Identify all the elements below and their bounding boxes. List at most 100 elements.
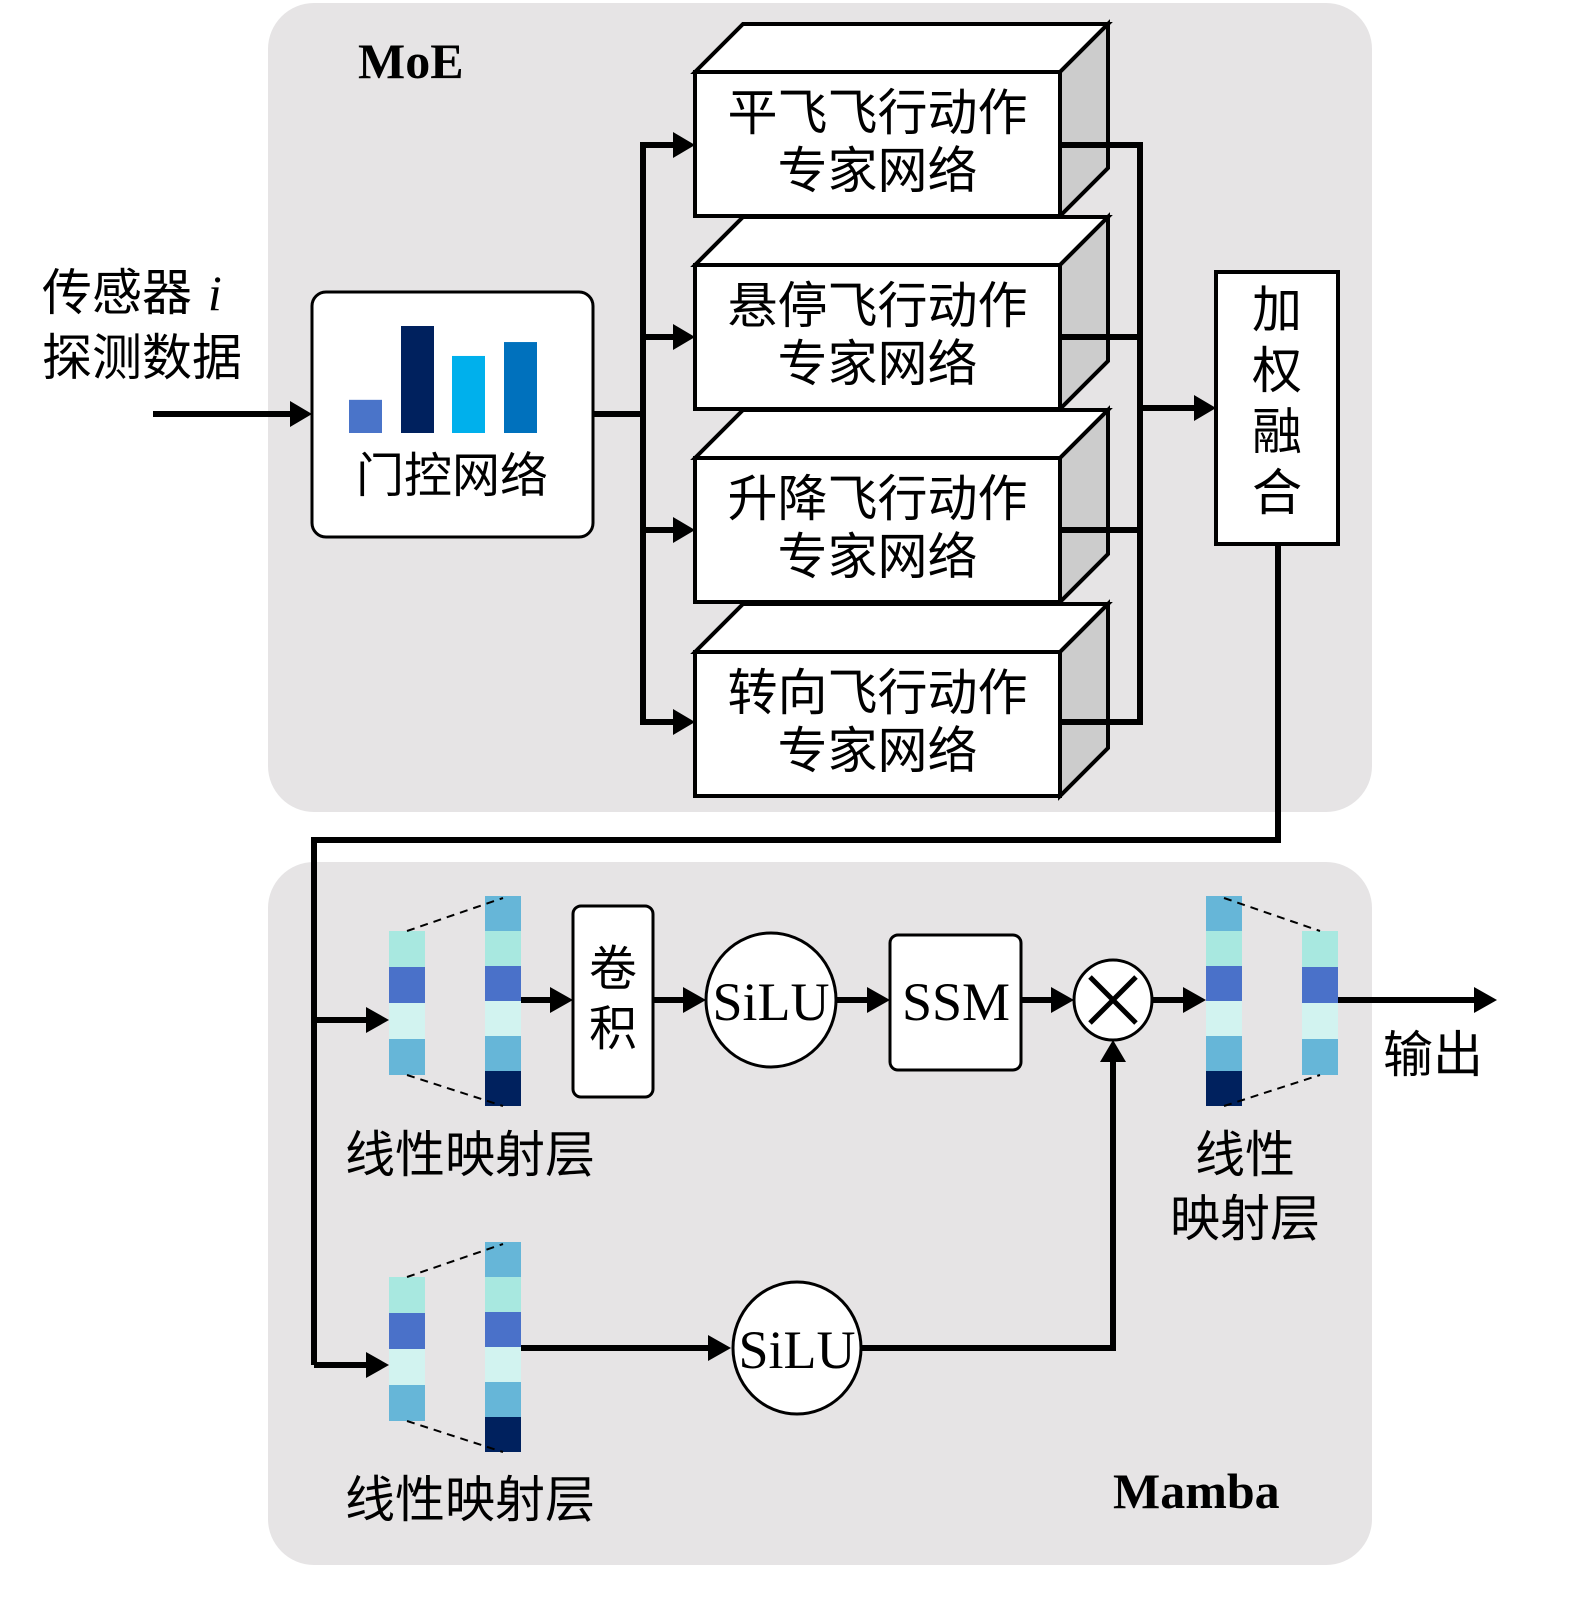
conv-char-1: 卷	[589, 941, 637, 997]
vector-cell	[389, 967, 425, 1003]
expert-input-arrowhead	[673, 517, 695, 543]
linear-projection-output	[1206, 896, 1338, 1107]
silu-bottom-node: SiLU	[731, 1280, 863, 1416]
vector-cell	[1302, 967, 1338, 1003]
projection-dashed-line	[406, 1074, 504, 1107]
expert-label-line1: 平飞飞行动作	[728, 84, 1028, 142]
fusion-char-2: 权	[1252, 342, 1302, 400]
expert-label-line1: 转向飞行动作	[728, 664, 1028, 722]
vector-cell	[485, 1417, 521, 1452]
silu-top-node: SiLU	[704, 931, 838, 1069]
vector-cell	[1302, 1003, 1338, 1039]
gate-bar-2	[401, 326, 434, 433]
weighted-fusion-box: 加 权 融 合	[1214, 270, 1340, 546]
vector-cell	[485, 1347, 521, 1382]
vector-cell	[485, 1277, 521, 1312]
gate-bar-4	[504, 342, 537, 433]
linear-out-label-line1: 线性	[1195, 1126, 1295, 1184]
input-label-line1: 传感器 i	[42, 264, 222, 322]
mamba-title: Mamba	[1113, 1463, 1280, 1519]
silu-top-label: SiLU	[712, 972, 829, 1032]
linear-projection-top	[389, 896, 521, 1107]
top-row-arrows	[521, 987, 1497, 1013]
input-vector	[389, 1277, 425, 1421]
convolution-box: 卷 积	[571, 904, 655, 1099]
vector-cell	[485, 1001, 521, 1036]
projection-dashed-line	[406, 1243, 504, 1278]
vector-cell	[389, 1277, 425, 1313]
fusion-char-1: 加	[1252, 281, 1302, 339]
bus-to-fusion-arrow	[1140, 395, 1216, 421]
vector-cell	[389, 1349, 425, 1385]
vector-cell	[1206, 1036, 1242, 1071]
bar-chart-icon	[349, 326, 537, 433]
vector-cell	[389, 1039, 425, 1075]
vector-cell	[485, 966, 521, 1001]
vector-cell	[485, 1071, 521, 1106]
vector-cell	[485, 931, 521, 966]
expanded-vector	[1206, 896, 1242, 1106]
expert-top-face	[690, 408, 1113, 460]
fusion-char-3: 融	[1252, 403, 1302, 461]
vector-cell	[485, 1312, 521, 1347]
expert-input-arrows	[643, 132, 695, 735]
input-vector	[389, 931, 425, 1075]
expanded-vector	[485, 1242, 521, 1452]
expert-input-arrowhead	[673, 709, 695, 735]
linear-projection-bottom	[389, 1242, 521, 1453]
gate-network-label: 门控网络	[356, 448, 548, 504]
arrow-to-linear-top	[366, 1007, 389, 1033]
expert-label-line2: 专家网络	[778, 722, 978, 780]
moe-title: MoE	[358, 33, 464, 89]
conv-char-2: 积	[589, 1001, 637, 1057]
expert-output-connectors	[1060, 142, 1143, 725]
vector-cell	[1206, 1001, 1242, 1036]
bottom-branch-connectors	[521, 1040, 1126, 1361]
linear-top-label: 线性映射层	[345, 1126, 595, 1184]
vector-cell	[1302, 931, 1338, 967]
ssm-box: SSM	[888, 933, 1023, 1072]
gate-bar-1	[349, 399, 382, 433]
vector-cell	[1302, 1039, 1338, 1075]
multiply-icon	[1072, 958, 1154, 1042]
expert-label-line1: 升降飞行动作	[728, 470, 1028, 528]
silu-bottom-label: SiLU	[738, 1320, 855, 1380]
arrow-to-linear-bottom	[366, 1352, 389, 1378]
input-label-line2: 探测数据	[42, 329, 242, 387]
vector-cell	[389, 1385, 425, 1421]
vector-cell	[389, 931, 425, 967]
expert-label-line1: 悬停飞行动作	[728, 277, 1028, 335]
vector-cell	[485, 1036, 521, 1071]
projection-dashed-line	[1223, 1074, 1321, 1107]
gate-network-box: 门控网络	[310, 290, 595, 539]
projection-dashed-line	[1223, 897, 1321, 932]
expert-top-face	[690, 215, 1113, 267]
vector-cell	[389, 1313, 425, 1349]
vector-cell	[1206, 931, 1242, 966]
expert-top-face	[690, 22, 1113, 74]
expert-front-face	[693, 263, 1062, 411]
expert-top-face	[690, 602, 1113, 654]
vector-cell	[389, 1003, 425, 1039]
vector-cell	[1206, 1071, 1242, 1106]
moe-to-mamba-connector	[311, 544, 1281, 1368]
vector-cell	[485, 896, 521, 931]
vector-cell	[485, 1242, 521, 1277]
fusion-char-4: 合	[1252, 464, 1302, 522]
projection-dashed-line	[406, 897, 504, 932]
vector-cell	[1206, 896, 1242, 931]
expert-input-arrowhead	[673, 132, 695, 158]
linear-bottom-label: 线性映射层	[345, 1471, 595, 1529]
projection-dashed-line	[406, 1420, 504, 1453]
vector-cell	[485, 1382, 521, 1417]
input-arrow	[153, 401, 312, 427]
vector-cell	[1206, 966, 1242, 1001]
gate-to-experts-connectors	[593, 142, 646, 725]
expert-input-arrowhead	[673, 324, 695, 350]
